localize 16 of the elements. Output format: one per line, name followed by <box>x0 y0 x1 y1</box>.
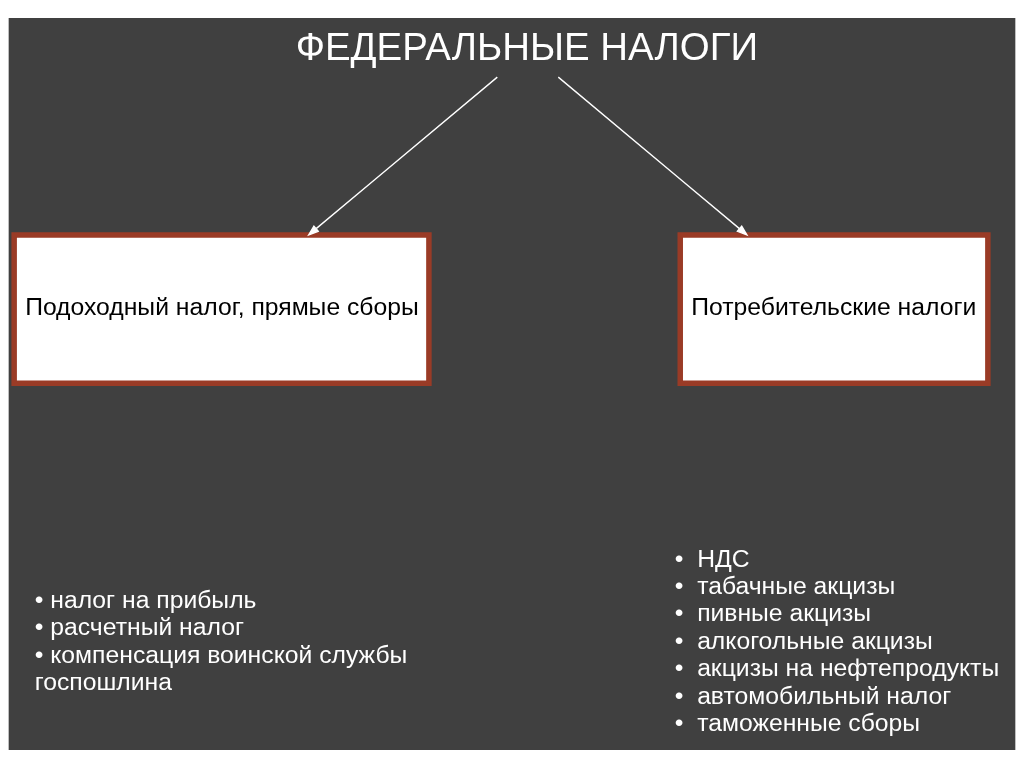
node-box: Подоходный налог, прямые сборы <box>11 232 432 387</box>
node-box: Потребительские налоги <box>677 232 991 387</box>
node-label: • пивные акцизы <box>674 599 872 627</box>
node-label: • расчетный налог <box>34 613 244 641</box>
arrow <box>307 76 498 237</box>
node-text: ФЕДЕРАЛЬНЫЕ НАЛОГИ <box>295 24 759 68</box>
node-label: • алкогольные акцизы <box>674 626 933 654</box>
node-label: • налог на прибыль <box>34 585 257 613</box>
node-label: • НДС <box>674 544 750 572</box>
arrow <box>557 76 749 237</box>
node-label: • акцизы на нефтепродукты <box>674 654 1000 682</box>
node-label: • табачные акцизы <box>674 571 896 599</box>
node-label: • автомобильный налог <box>674 681 952 709</box>
node-label: госпошлина <box>34 668 172 696</box>
node-label: • таможенные сборы <box>674 709 921 737</box>
node-label: • компенсация воинской службы <box>34 640 408 668</box>
